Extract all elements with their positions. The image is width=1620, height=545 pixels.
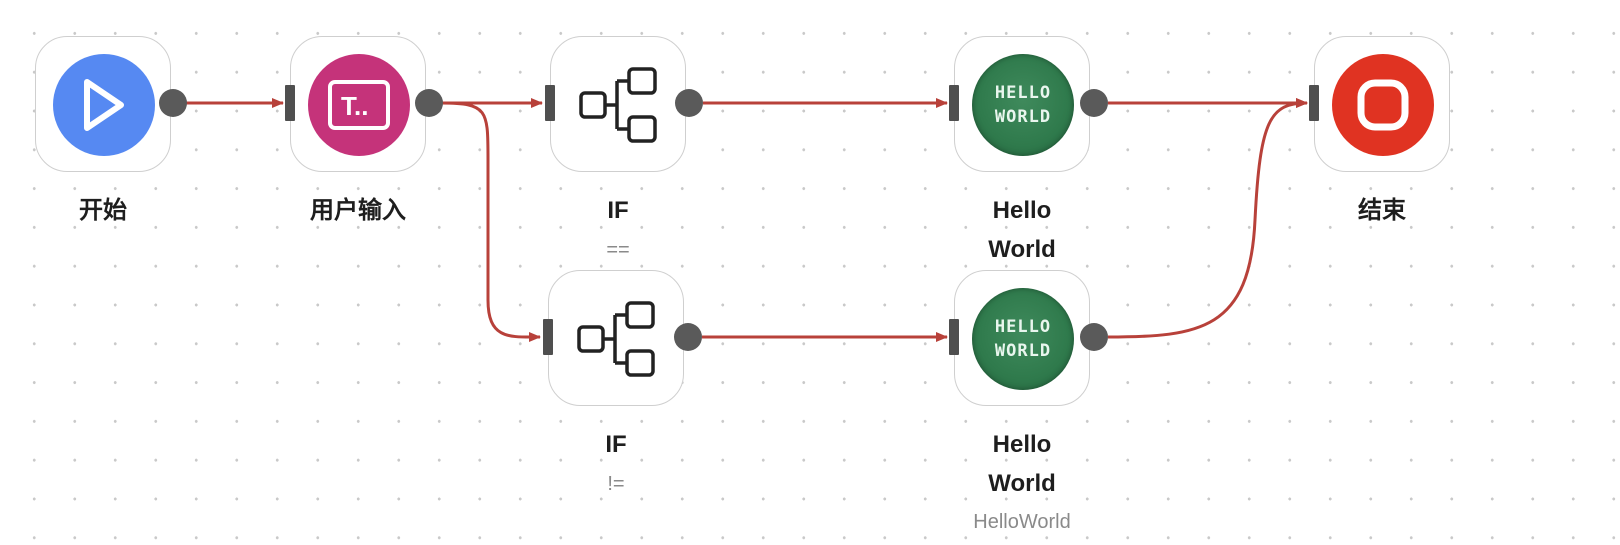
if-neq-input-port[interactable] [543,319,553,355]
text-input-icon-label: T.. [341,91,368,121]
hello-world-icon: HELLO WORLD [972,54,1074,156]
hello-world-top-output-port[interactable] [1080,89,1108,117]
hello-world-icon-line2: WORLD [994,341,1052,361]
hello-world-icon: HELLO WORLD [972,288,1074,390]
hello-world-icon-line2: WORLD [994,107,1052,127]
edge-hello-bottom-to-end[interactable] [1107,98,1308,339]
branch-icon [577,301,655,377]
user-input-input-port[interactable] [285,85,295,121]
user-input-output-port[interactable] [415,89,443,117]
if-neq-node[interactable] [548,270,684,406]
start-label: 开始 [79,197,127,224]
stop-icon [1357,79,1409,131]
hello-world-bottom-sublabel: HelloWorld [973,511,1071,533]
end-input-port[interactable] [1309,85,1319,121]
if-neq-sublabel: != [607,473,625,495]
if-eq-output-port[interactable] [675,89,703,117]
text-input-icon: T.. [328,80,390,130]
start-disc [53,54,155,156]
hello-world-bottom-input-port[interactable] [949,319,959,355]
hello-world-bottom-label-line2: World [988,470,1056,497]
hello-world-icon-line1: HELLO [994,83,1052,103]
if-eq-node[interactable] [550,36,686,172]
hello-world-icon-line1: HELLO [994,317,1052,337]
hello-world-bottom-label-line1: Hello [992,431,1052,458]
if-neq-output-port[interactable] [674,323,702,351]
hello-world-top-input-port[interactable] [949,85,959,121]
start-output-port[interactable] [159,89,187,117]
hello-world-bottom-node[interactable]: HELLO WORLD [954,270,1090,406]
hello-world-top-label-line1: Hello [992,197,1052,224]
hello-world-top-label-line2: World [988,236,1056,263]
start-node[interactable] [35,36,171,172]
play-icon [84,79,124,131]
edge-user-input-to-if-neq[interactable] [440,101,541,343]
if-neq-disc [566,288,668,390]
if-eq-label: IF [607,197,629,224]
if-eq-sublabel: == [606,239,630,261]
user-input-disc: T.. [308,54,410,156]
end-label: 结束 [1358,197,1406,224]
if-eq-disc [568,54,670,156]
if-neq-label: IF [605,431,627,458]
end-disc [1332,54,1434,156]
branch-icon [579,67,657,143]
hello-world-top-node[interactable]: HELLO WORLD [954,36,1090,172]
if-eq-input-port[interactable] [545,85,555,121]
hello-world-bottom-output-port[interactable] [1080,323,1108,351]
user-input-label: 用户输入 [310,197,406,224]
end-node[interactable] [1314,36,1450,172]
user-input-node[interactable]: T.. [290,36,426,172]
